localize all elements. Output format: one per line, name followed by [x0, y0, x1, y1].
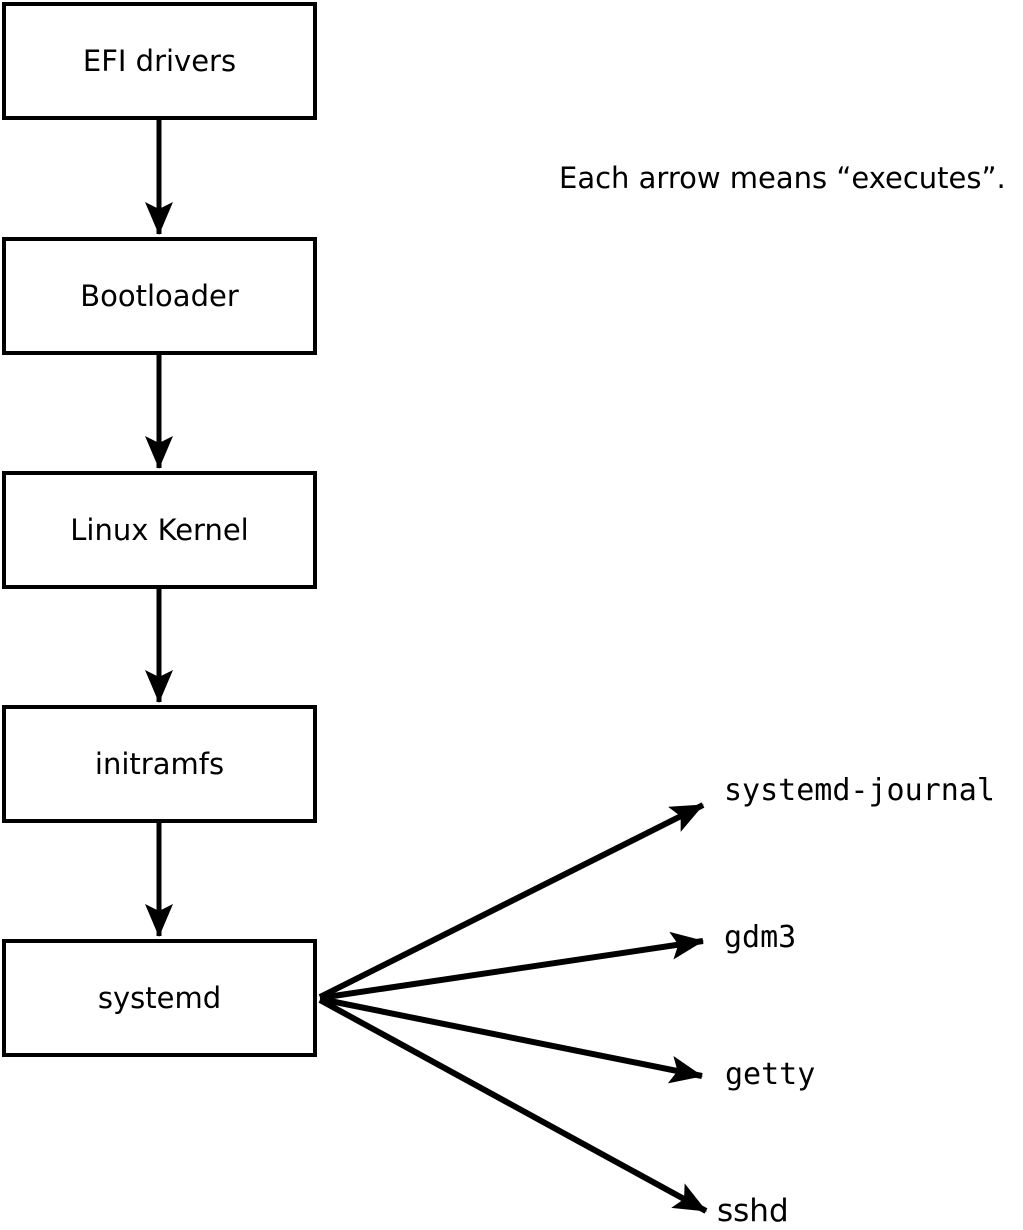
edge-systemd-to-sshd: [318, 997, 708, 1214]
node-bootloader: Bootloader: [2, 237, 317, 355]
node-bootloader-label: Bootloader: [80, 278, 239, 313]
edge-systemd-to-systemd-journal: [318, 802, 705, 1000]
label-sshd: sshd: [717, 1193, 789, 1229]
node-systemd: systemd: [2, 939, 317, 1057]
label-getty: getty: [725, 1057, 816, 1092]
node-linux-kernel: Linux Kernel: [2, 471, 317, 589]
node-initramfs-label: initramfs: [94, 746, 225, 781]
node-linux-kernel-label: Linux Kernel: [70, 512, 249, 547]
node-initramfs: initramfs: [2, 705, 317, 823]
node-efi-drivers-label: EFI drivers: [82, 43, 237, 78]
edge-systemd-to-gdm3: [319, 931, 704, 1001]
label-gdm3: gdm3: [724, 920, 797, 955]
caption-arrow-meaning: Each arrow means “executes”.: [559, 161, 1006, 195]
node-systemd-label: systemd: [97, 980, 222, 1015]
label-systemd-journal: systemd-journal: [724, 773, 995, 808]
node-efi-drivers: EFI drivers: [2, 2, 317, 120]
edge-systemd-to-getty: [319, 996, 703, 1084]
